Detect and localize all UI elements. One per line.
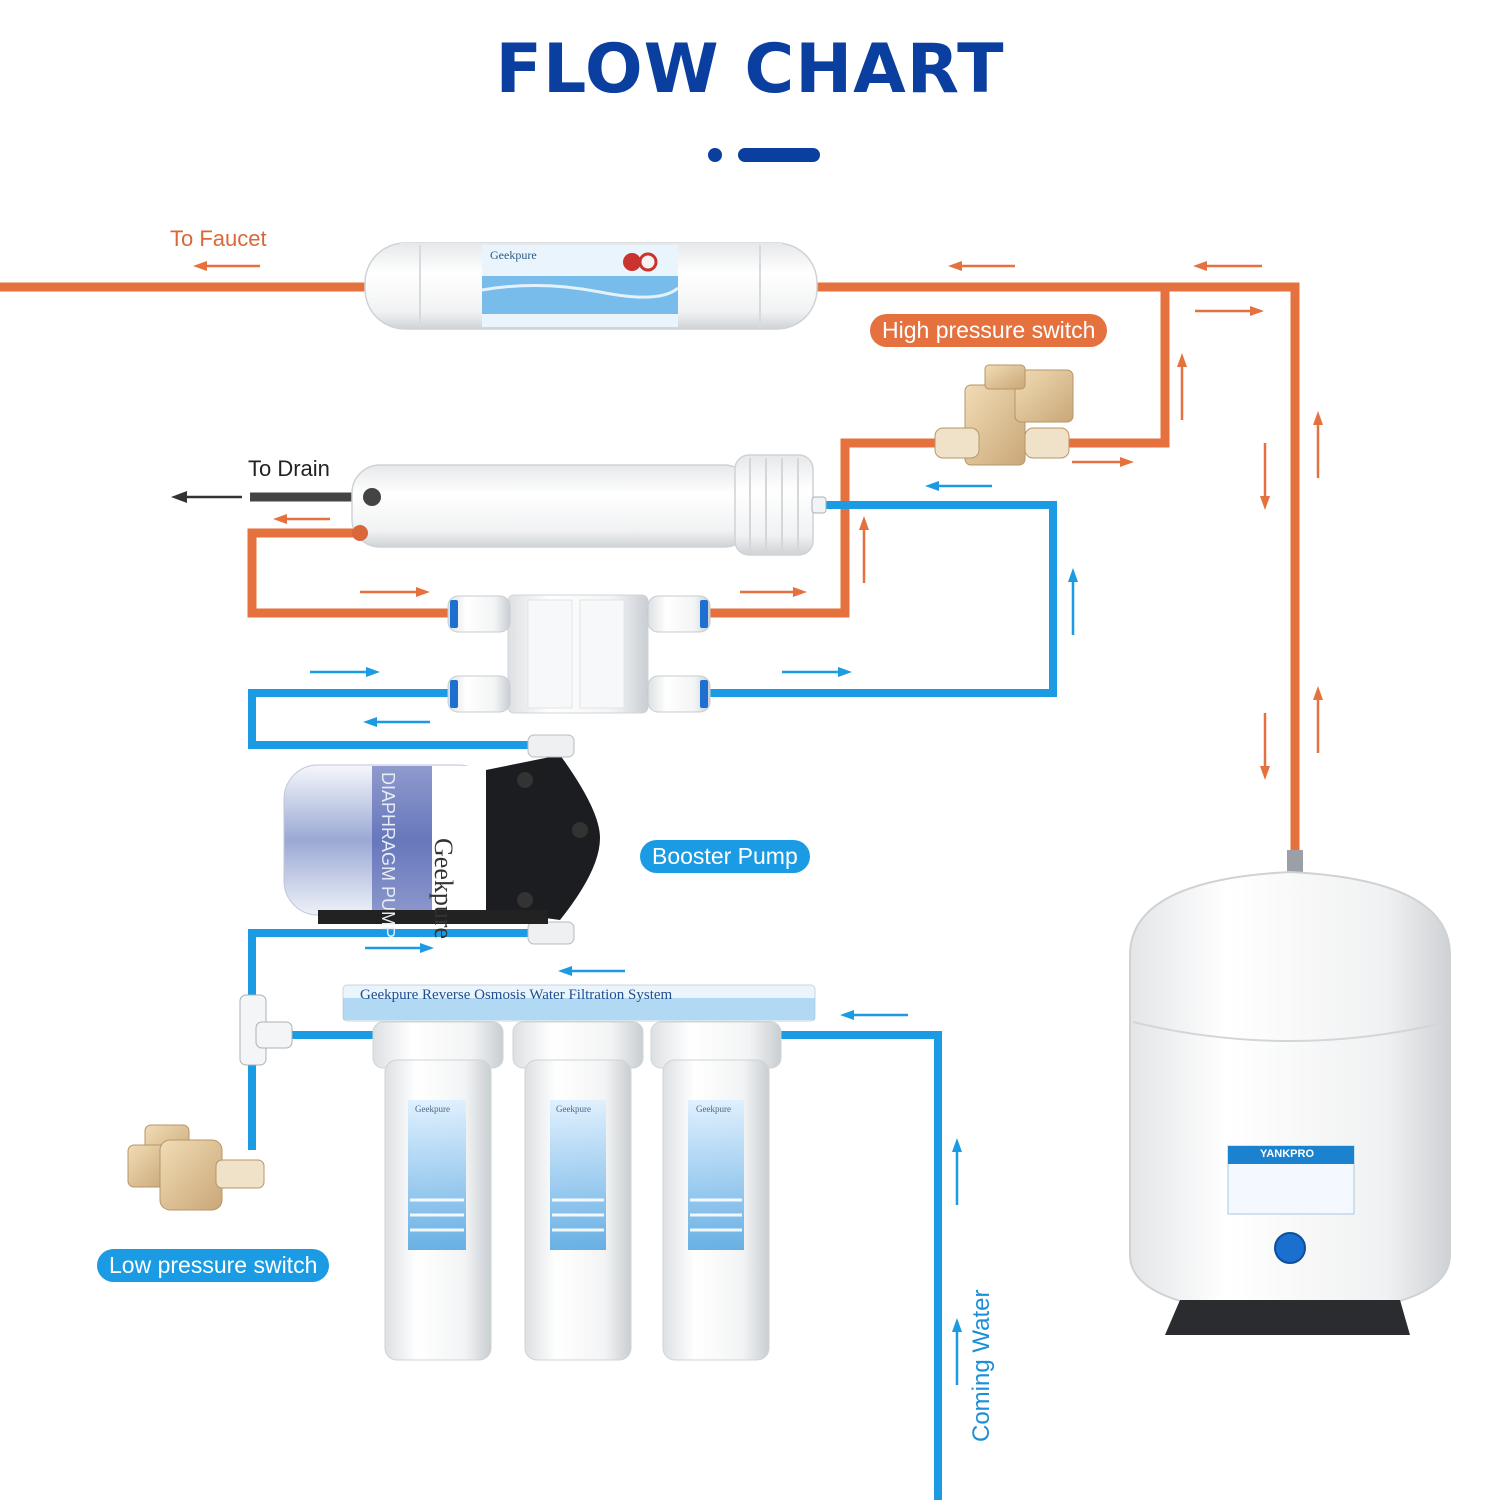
title-dot (708, 148, 722, 162)
arrow-right (365, 943, 434, 953)
arrow-left (948, 261, 1015, 271)
high-pressure-switch (934, 364, 1074, 466)
filter-housing-1 (372, 1021, 504, 1361)
arrow-down (1260, 443, 1270, 510)
filter-bank (342, 984, 816, 1361)
filter-housing-3 (650, 1021, 782, 1361)
ro-membrane-housing (351, 454, 827, 556)
high-pressure-switch-label: High pressure switch (870, 314, 1108, 347)
arrow-right (1072, 457, 1134, 467)
system-banner: Geekpure Reverse Osmosis Water Filtratio… (360, 987, 673, 1003)
low-pressure-switch-label: Low pressure switch (97, 1249, 330, 1282)
arrow-left (363, 717, 430, 727)
tank-brand: YANKPRO (1260, 1148, 1314, 1160)
low-pressure-switch-device (127, 1124, 265, 1211)
filter-housing-2 (512, 1021, 644, 1361)
pump-brand: Geekpure (429, 838, 458, 940)
arrow-left (273, 514, 330, 524)
arrow-right (740, 587, 807, 597)
line-membrane-feed (710, 501, 1057, 697)
tank-air-valve (1274, 1232, 1306, 1264)
arrow-up (1068, 568, 1078, 635)
arrow-right (310, 667, 380, 677)
arrow-left (925, 481, 992, 491)
membrane-cap (734, 454, 814, 556)
concentrate-port (352, 525, 368, 541)
drain-port (363, 488, 381, 506)
to-faucet-label: To Faucet (170, 226, 267, 251)
arrow-left (193, 261, 260, 271)
line-tank-to-post-filter (812, 282, 1300, 858)
housing-brand-3: Geekpure (696, 1104, 731, 1114)
coming-water-label: Coming Water (968, 1289, 995, 1442)
arrow-down (1260, 713, 1270, 780)
tee-fitting (239, 994, 293, 1066)
post-carbon-filter (364, 242, 818, 330)
housing-brand-1: Geekpure (415, 1104, 450, 1114)
arrow-up (952, 1318, 962, 1385)
pump-inlet-fitting (527, 921, 575, 945)
line-coming-water (760, 1031, 942, 1500)
booster-pump-label: Booster Pump (640, 840, 810, 873)
arrow-left (558, 966, 625, 976)
line-tee-to-pump (248, 929, 540, 1000)
line-high-pressure-switch-out (1065, 287, 1170, 448)
pump-head (486, 755, 600, 920)
page-title: FLOW CHART (495, 30, 1005, 109)
arrow-left (840, 1010, 908, 1020)
pump-outlet-fitting (527, 734, 575, 758)
tank-stand (1165, 1300, 1410, 1335)
post-filter-brand: Geekpure (490, 248, 537, 262)
line-membrane-to-switch (710, 438, 945, 618)
title-dash (738, 148, 820, 162)
product-arrows (193, 261, 1323, 780)
pump-label: DIAPHRAGM PUMP (378, 772, 398, 939)
line-drain-loop (247, 528, 450, 618)
arrow-right (360, 587, 430, 597)
coconut-icon (638, 252, 658, 272)
arrow-right (1195, 306, 1264, 316)
shutoff-valve-block (447, 594, 711, 714)
coconut-icon (623, 253, 641, 271)
product-lines (0, 282, 1300, 858)
arrow-left (1193, 261, 1262, 271)
storage-tank (1129, 850, 1451, 1335)
arrow-up (1313, 411, 1323, 478)
arrow-up (859, 516, 869, 583)
arrow-up (952, 1138, 962, 1205)
booster-pump (283, 734, 600, 945)
to-drain-label: To Drain (248, 456, 330, 481)
drain-arrow (171, 491, 242, 503)
arrow-up (1177, 353, 1187, 420)
feed-arrows (310, 481, 1078, 1385)
arrow-up (1313, 686, 1323, 753)
arrow-right (782, 667, 852, 677)
line-pump-to-flow (248, 689, 540, 749)
housing-brand-2: Geekpure (556, 1104, 591, 1114)
